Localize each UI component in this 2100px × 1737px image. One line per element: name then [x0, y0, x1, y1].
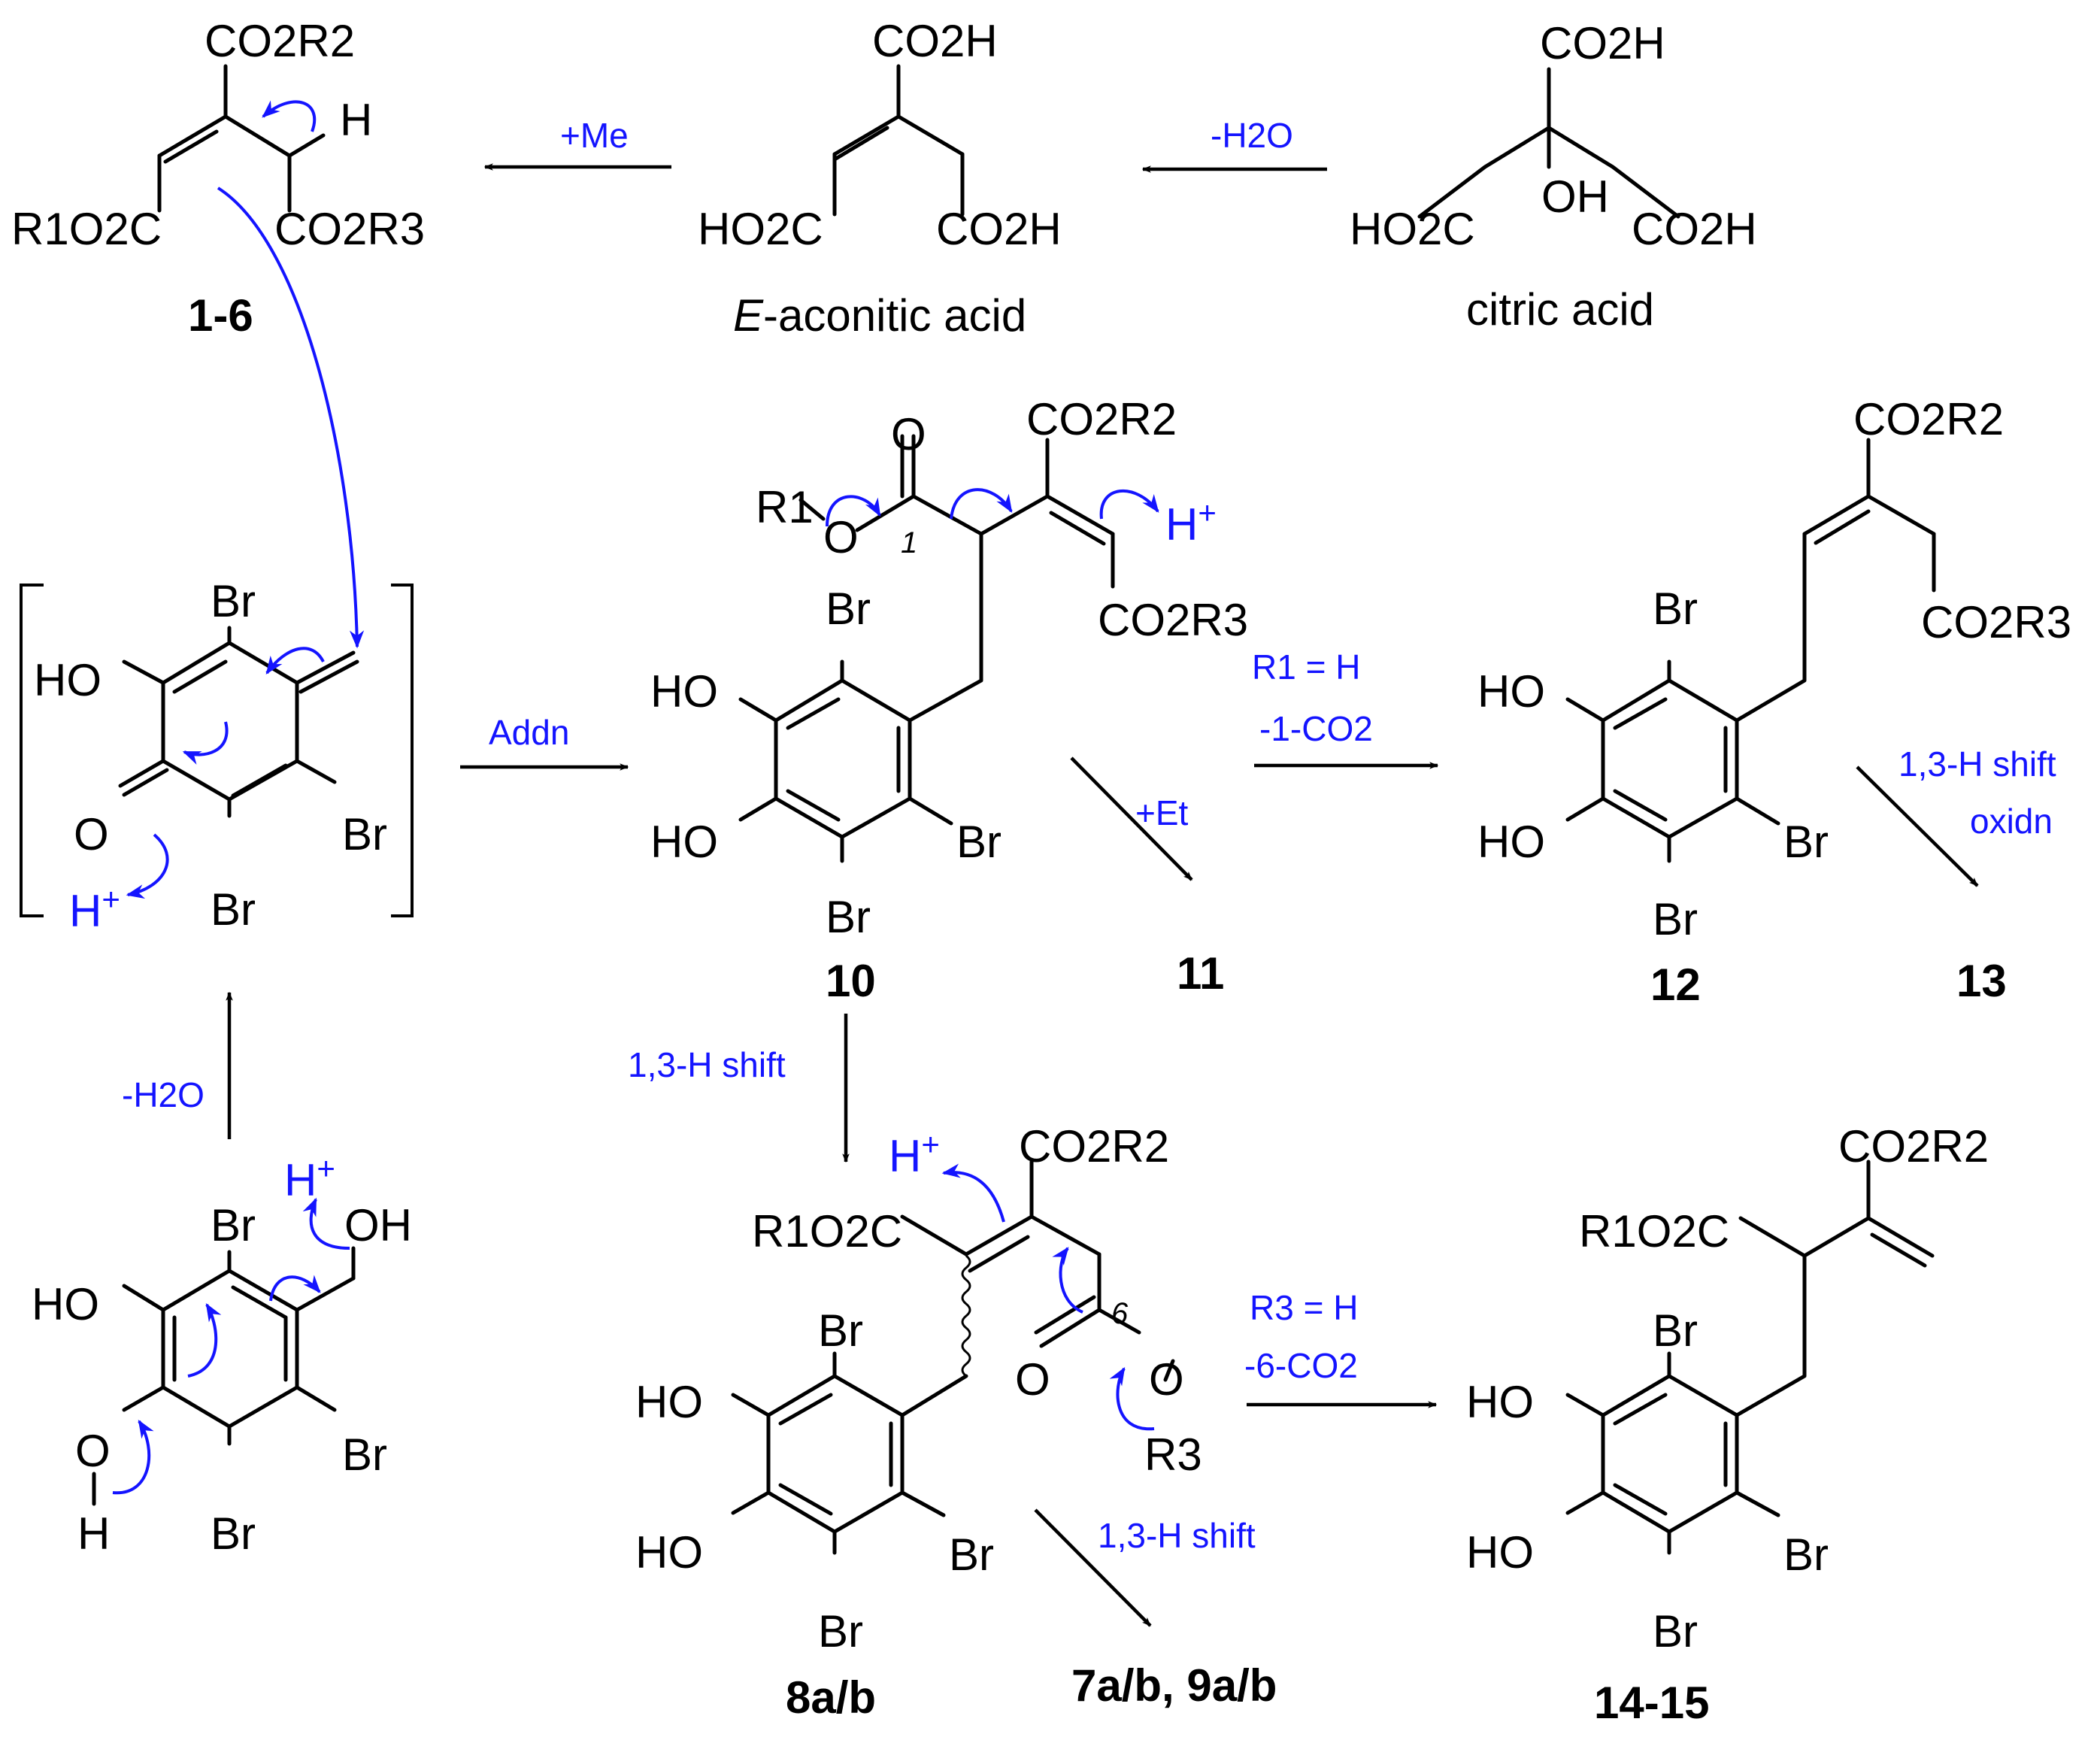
c12-ho2: HO	[1477, 817, 1545, 867]
qm-br-right: Br	[342, 809, 387, 859]
c14-ho2: HO	[1466, 1527, 1534, 1578]
cond-dehydration-left: -H2O	[122, 1075, 205, 1114]
cond-shift-oxid-line2: oxidn	[1970, 802, 2053, 841]
c8-ho1: HO	[635, 1377, 703, 1427]
c10-br-top: Br	[826, 584, 871, 634]
aconitic-left-group: HO2C	[698, 204, 823, 254]
citric-name: citric acid	[1466, 284, 1654, 335]
compound-label-12: 12	[1650, 959, 1701, 1010]
c10-br-bottom: Br	[826, 892, 871, 942]
c10-position-1: 1	[901, 526, 917, 559]
c10-top-group: CO2R2	[1026, 394, 1177, 444]
c8-br-top: Br	[818, 1305, 863, 1356]
cond-shift-down: 1,3-H shift	[628, 1045, 786, 1084]
product-11: 11	[1177, 948, 1224, 999]
product-13: 13	[1956, 956, 2007, 1006]
qm-h-plus: H+	[69, 881, 120, 936]
cond-ethylation: +Et	[1135, 793, 1189, 832]
precursor-benzyl-alcohol: Br OH HO O H Br Br H+	[32, 1150, 412, 1559]
c12-br-bottom: Br	[1653, 894, 1698, 944]
cond-shift-lower: 1,3-H shift	[1098, 1516, 1256, 1555]
c10-r1: R1	[756, 482, 814, 532]
cond-decarbox-6-line1: R3 = H	[1250, 1288, 1358, 1327]
c8-left-group: R1O2C	[752, 1206, 902, 1257]
c10-right-group: CO2R3	[1098, 595, 1248, 645]
c14-br-top: Br	[1653, 1305, 1698, 1356]
c10-ho1: HO	[650, 666, 718, 717]
molecule-compound-8: H+ CO2R2 R1O2C 6 O O R3 Br HO HO Br Br 8…	[635, 1121, 1202, 1723]
c10-ho2: HO	[650, 817, 718, 867]
c8-br-bottom: Br	[818, 1606, 863, 1657]
c14-top-group: CO2R2	[1838, 1121, 1989, 1172]
bz-br-bottom: Br	[211, 1508, 256, 1559]
c10-o-ester: O	[823, 512, 859, 562]
c14-ho1: HO	[1466, 1377, 1534, 1427]
ester-right-group: CO2R3	[274, 204, 425, 254]
arrow-ethylation	[1070, 756, 1193, 881]
bz-br-top: Br	[211, 1200, 256, 1250]
bz-o: O	[75, 1426, 111, 1476]
bz-ho: HO	[32, 1279, 99, 1329]
citric-top-group: CO2H	[1540, 18, 1665, 68]
c12-br-right: Br	[1783, 817, 1829, 867]
product-7-9: 7a/b, 9a/b	[1071, 1660, 1277, 1711]
c12-top-group: CO2R2	[1853, 394, 2004, 444]
arrow-shift-lower	[1034, 1508, 1152, 1627]
qm-ho: HO	[34, 655, 102, 705]
c8-h-plus: H+	[889, 1126, 940, 1181]
c12-br-top: Br	[1653, 584, 1698, 634]
molecule-citric-acid: CO2H HO2C CO2H OH citric acid	[1350, 18, 1757, 335]
c12-ho1: HO	[1477, 666, 1545, 717]
c8-o-carbonyl: O	[1015, 1354, 1050, 1405]
compound-label-10: 10	[826, 956, 876, 1006]
cond-decarbox-1-line2: -1-CO2	[1259, 709, 1373, 748]
c8-o-ester: O	[1149, 1354, 1184, 1405]
aconitic-right-group: CO2H	[936, 204, 1062, 254]
c8-top-group: CO2R2	[1019, 1121, 1169, 1172]
c10-o-carbonyl: O	[891, 409, 926, 459]
citric-hydroxyl: OH	[1541, 171, 1609, 222]
intermediate-quinone-methide: Br HO O Br Br H+	[20, 576, 414, 936]
cond-dehydration-top: -H2O	[1211, 116, 1293, 155]
citric-left-group: HO2C	[1350, 204, 1475, 254]
c8-r3: R3	[1144, 1429, 1202, 1480]
qm-br-top: Br	[211, 576, 256, 626]
qm-o: O	[74, 809, 109, 859]
molecule-compound-12: CO2R2 CO2R3 Br HO HO Br Br 12	[1477, 394, 2071, 1010]
c14-br-right: Br	[1783, 1529, 1829, 1580]
bz-oh: OH	[344, 1200, 412, 1250]
compound-label-14-15: 14-15	[1594, 1678, 1709, 1728]
aconitic-name: E-aconitic acid	[733, 290, 1026, 341]
molecule-esters-1-6: CO2R2 H R1O2C CO2R3 1-6	[11, 16, 425, 649]
ester-h: H	[340, 95, 372, 145]
qm-br-bottom: Br	[211, 884, 256, 935]
c12-right-group: CO2R3	[1921, 597, 2071, 647]
compound-label-1-6: 1-6	[188, 290, 253, 341]
compound-label-8: 8a/b	[786, 1672, 876, 1723]
bz-h: H	[77, 1508, 110, 1559]
bz-br-right: Br	[342, 1429, 387, 1480]
cond-addition: Addn	[489, 713, 569, 752]
cond-shift-oxid-line1: 1,3-H shift	[1898, 744, 2056, 784]
arrow-shift-oxid	[1856, 765, 1979, 887]
citric-right-group: CO2H	[1632, 204, 1757, 254]
c14-br-bottom: Br	[1653, 1606, 1698, 1657]
ester-top-group: CO2R2	[205, 16, 355, 66]
aconitic-top-group: CO2H	[872, 16, 998, 66]
c10-br-right: Br	[956, 817, 1002, 867]
cond-decarbox-6-line2: -6-CO2	[1244, 1346, 1358, 1385]
molecule-compound-14: CO2R2 R1O2C Br HO HO Br Br 14-15	[1466, 1121, 1989, 1728]
molecule-aconitic-acid: CO2H HO2C CO2H E-aconitic acid	[698, 16, 1062, 341]
c8-br-right: Br	[949, 1529, 994, 1580]
c8-ho2: HO	[635, 1527, 703, 1578]
bz-h-plus: H+	[284, 1150, 335, 1205]
ester-left-group: R1O2C	[11, 204, 162, 254]
c10-h-plus: H+	[1165, 495, 1217, 550]
c14-left-group: R1O2C	[1579, 1206, 1729, 1257]
molecule-compound-10: O CO2R2 R1 O 1 H+ CO2R3 Br HO HO Br Br 1…	[650, 394, 1248, 1006]
cond-decarbox-1-line1: R1 = H	[1252, 647, 1360, 687]
c8-position-6: 6	[1111, 1297, 1129, 1330]
cond-methylation: +Me	[560, 116, 629, 155]
